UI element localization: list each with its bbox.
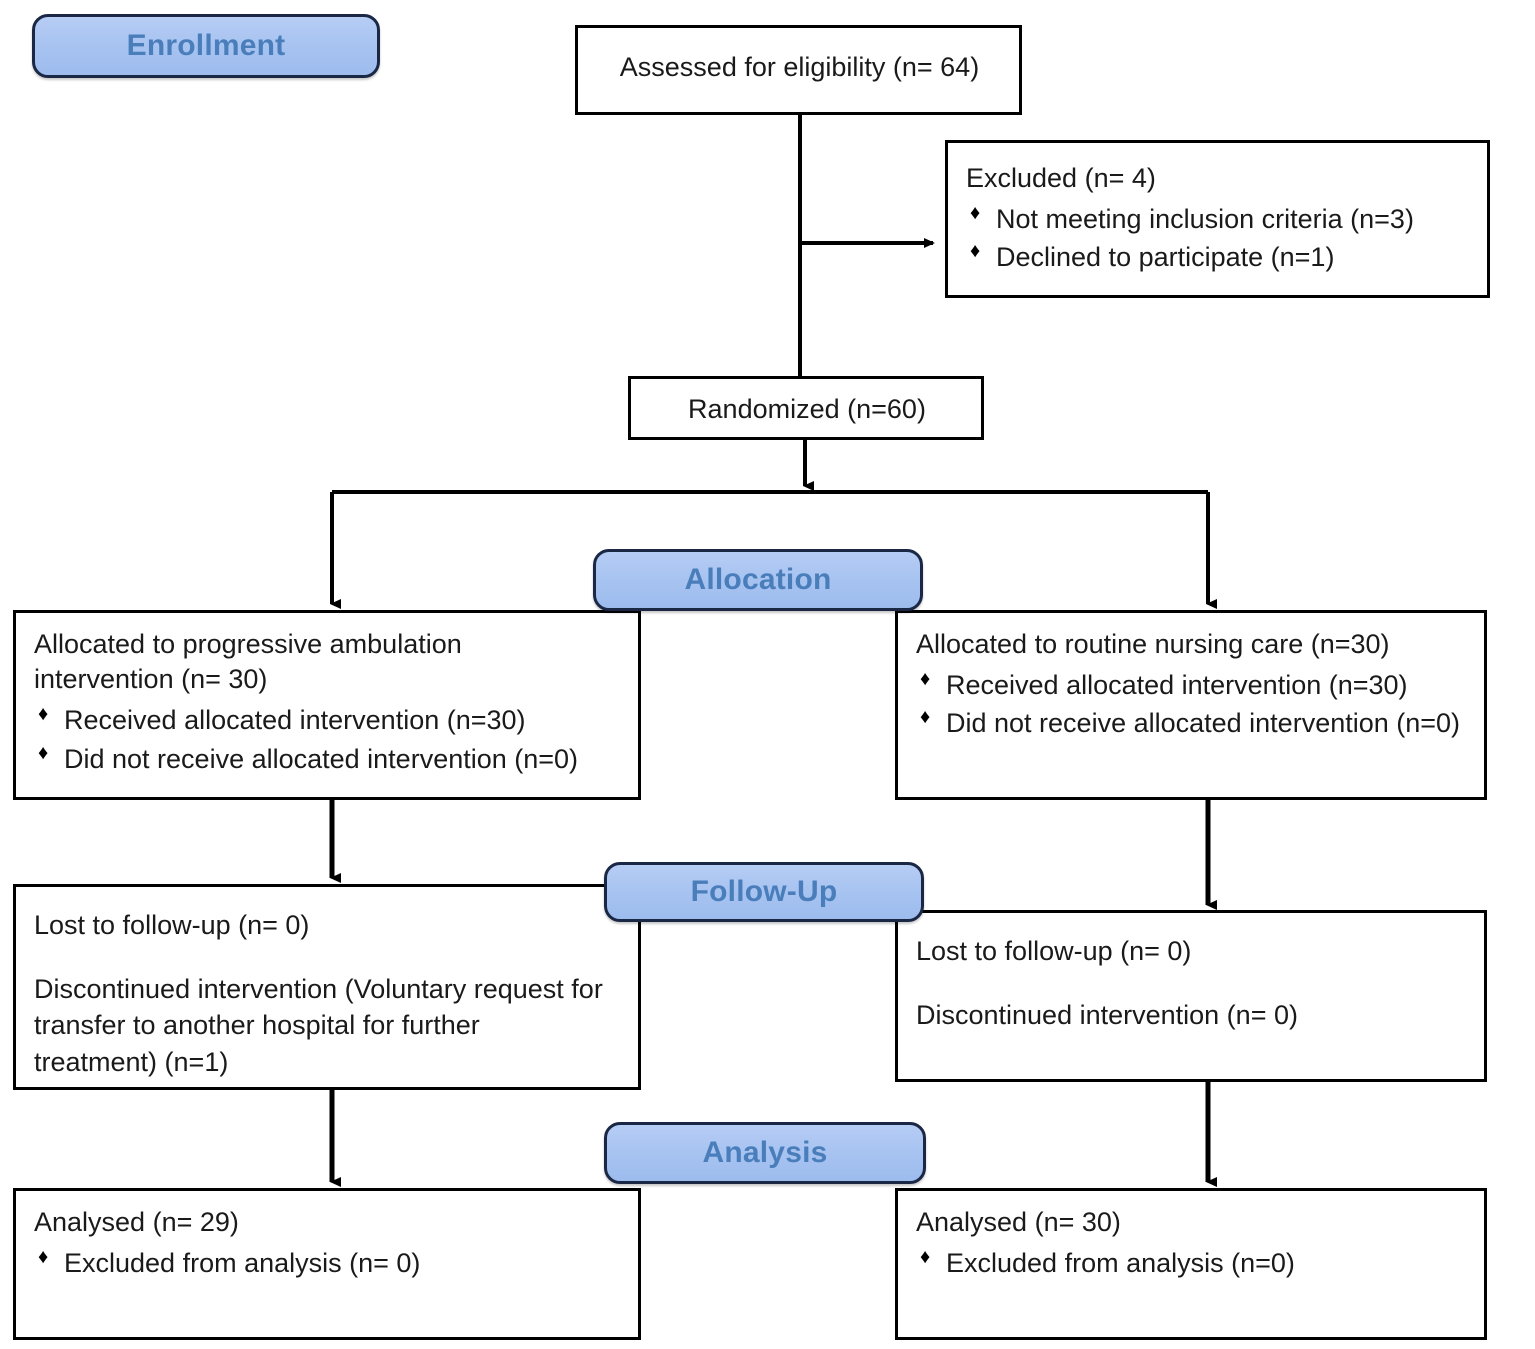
- analysis-right-bullet-list: ♦ Excluded from analysis (n=0): [916, 1244, 1468, 1282]
- node-allocation-left: Allocated to progressive ambulation inte…: [13, 610, 641, 800]
- diamond-bullet-icon: ♦: [38, 1246, 49, 1269]
- node-randomized: Randomized (n=60): [628, 376, 984, 440]
- node-analysis-right: Analysed (n= 30) ♦ Excluded from analysi…: [895, 1188, 1487, 1340]
- diamond-bullet-icon: ♦: [920, 1246, 931, 1269]
- excluded-bullet-list: ♦ Not meeting inclusion criteria (n=3) ♦…: [966, 200, 1471, 277]
- list-item: ♦ Excluded from analysis (n= 0): [34, 1244, 622, 1282]
- analysis-left-bullet-list: ♦ Excluded from analysis (n= 0): [34, 1244, 622, 1282]
- excluded-bullet-0: Not meeting inclusion criteria (n=3): [996, 204, 1414, 235]
- list-item: ♦ Declined to participate (n=1): [966, 238, 1471, 276]
- diamond-bullet-icon: ♦: [38, 703, 49, 726]
- node-assessed-for-eligibility: Assessed for eligibility (n= 64): [575, 25, 1022, 115]
- allocation-left-title: Allocated to progressive ambulation inte…: [34, 629, 462, 695]
- stage-label-allocation: Allocation: [684, 563, 832, 596]
- allocation-left-bullet-1: Did not receive allocated intervention (…: [64, 743, 579, 774]
- stage-label-followup: Follow-Up: [690, 875, 838, 908]
- node-followup-right: Lost to follow-up (n= 0) Discontinued in…: [895, 910, 1487, 1082]
- diamond-bullet-icon: ♦: [920, 706, 931, 729]
- followup-right-line1: Lost to follow-up (n= 0): [916, 936, 1192, 966]
- analysis-right-title: Analysed (n= 30): [916, 1207, 1121, 1237]
- stage-badge-analysis: Analysis: [604, 1122, 926, 1184]
- list-item: ♦ Received allocated intervention (n=30): [34, 701, 622, 739]
- allocation-right-bullet-list: ♦ Received allocated intervention (n=30)…: [916, 666, 1468, 743]
- stage-badge-enrollment: Enrollment: [32, 14, 380, 78]
- list-item: ♦ Received allocated intervention (n=30): [916, 666, 1468, 704]
- randomized-title: Randomized (n=60): [688, 394, 926, 424]
- analysis-left-bullet-0: Excluded from analysis (n= 0): [64, 1248, 421, 1279]
- list-item: ♦ Excluded from analysis (n=0): [916, 1244, 1468, 1282]
- excluded-bullet-1: Declined to participate (n=1): [996, 242, 1335, 273]
- node-followup-left: Lost to follow-up (n= 0) Discontinued in…: [13, 884, 641, 1090]
- followup-left-line1: Lost to follow-up (n= 0): [34, 910, 310, 940]
- analysis-right-bullet-0: Excluded from analysis (n=0): [946, 1248, 1295, 1279]
- node-allocation-right: Allocated to routine nursing care (n=30)…: [895, 610, 1487, 800]
- allocation-left-bullet-0: Received allocated intervention (n=30): [64, 705, 526, 736]
- diamond-bullet-icon: ♦: [38, 741, 49, 764]
- excluded-title: Excluded (n= 4): [966, 163, 1156, 193]
- stage-label-analysis: Analysis: [702, 1136, 828, 1169]
- stage-badge-followup: Follow-Up: [604, 862, 924, 922]
- stage-badge-allocation: Allocation: [593, 549, 923, 611]
- assessed-title: Assessed for eligibility (n= 64): [619, 52, 980, 82]
- diamond-bullet-icon: ♦: [970, 202, 981, 225]
- diamond-bullet-icon: ♦: [920, 668, 931, 691]
- node-excluded: Excluded (n= 4) ♦ Not meeting inclusion …: [945, 140, 1490, 298]
- stage-label-enrollment: Enrollment: [126, 29, 286, 62]
- allocation-right-bullet-0: Received allocated intervention (n=30): [946, 670, 1408, 701]
- followup-right-line2: Discontinued intervention (n= 0): [916, 1000, 1298, 1031]
- allocation-left-bullet-list: ♦ Received allocated intervention (n=30)…: [34, 701, 622, 778]
- list-item: ♦ Did not receive allocated intervention…: [34, 740, 622, 778]
- list-item: ♦ Did not receive allocated intervention…: [916, 704, 1468, 742]
- list-item: ♦ Not meeting inclusion criteria (n=3): [966, 200, 1471, 238]
- allocation-right-bullet-1: Did not receive allocated intervention (…: [946, 708, 1461, 739]
- followup-left-line2: Discontinued intervention (Voluntary req…: [34, 974, 603, 1077]
- node-analysis-left: Analysed (n= 29) ♦ Excluded from analysi…: [13, 1188, 641, 1340]
- diamond-bullet-icon: ♦: [970, 240, 981, 263]
- analysis-left-title: Analysed (n= 29): [34, 1207, 239, 1237]
- allocation-right-title: Allocated to routine nursing care (n=30): [916, 629, 1390, 659]
